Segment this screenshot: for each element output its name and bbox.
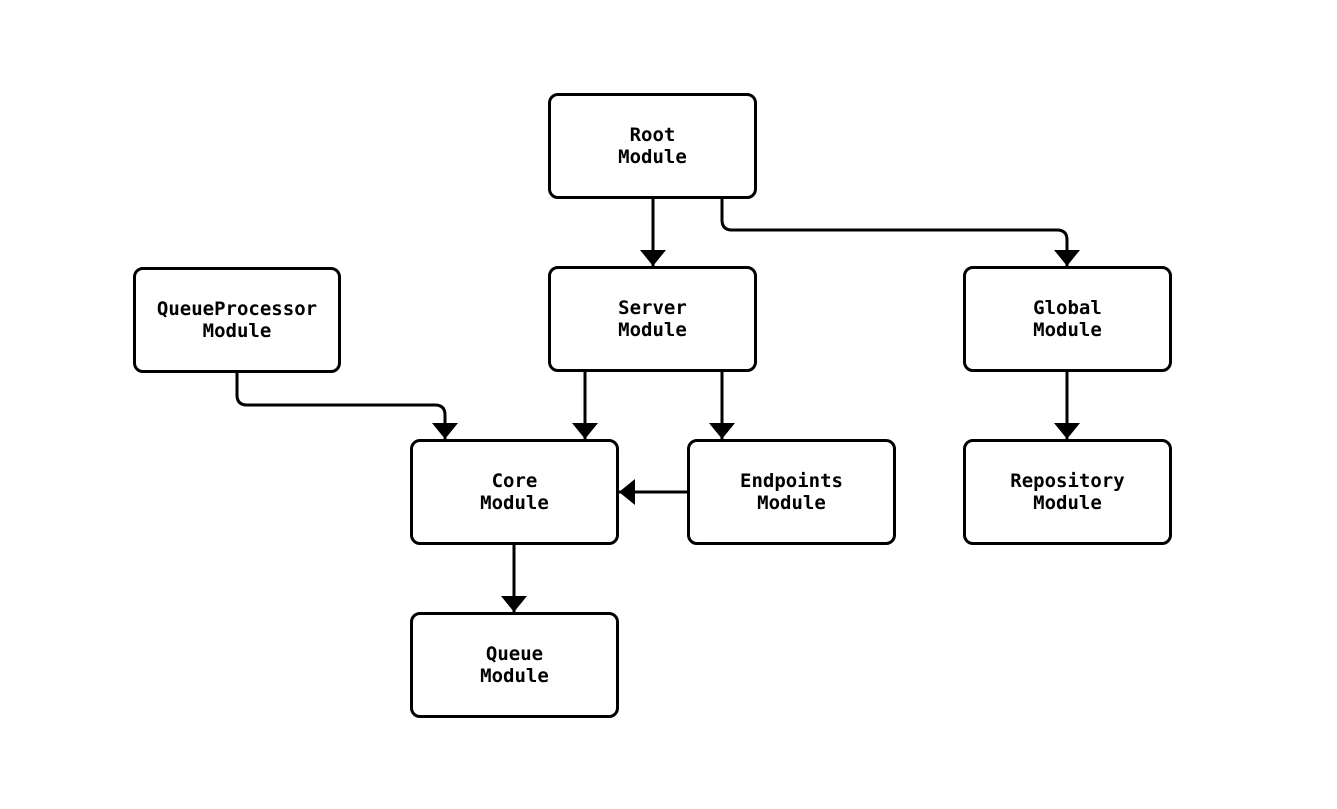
node-label-root: Root Module: [618, 124, 687, 168]
node-core: Core Module: [410, 439, 619, 545]
node-queue: Queue Module: [410, 612, 619, 718]
node-label-queue: Queue Module: [480, 643, 549, 687]
node-endpoints: Endpoints Module: [687, 439, 896, 545]
node-queue-processor: QueueProcessor Module: [133, 267, 341, 373]
node-root: Root Module: [548, 93, 757, 199]
arrowhead-endpoints-to-core: [619, 479, 635, 505]
node-repository: Repository Module: [963, 439, 1172, 545]
edge-root-to-global: [720, 199, 1069, 266]
node-label-queue-processor: QueueProcessor Module: [156, 298, 318, 342]
arrowhead-core-to-queue: [501, 596, 527, 612]
arrowhead-server-to-core: [572, 423, 598, 439]
arrowhead-server-to-endpoints: [709, 423, 735, 439]
arrowhead-root-to-server: [640, 250, 666, 266]
node-server: Server Module: [548, 266, 757, 372]
node-label-global: Global Module: [1033, 297, 1102, 341]
arrowhead-global-to-repository: [1054, 423, 1080, 439]
node-label-core: Core Module: [480, 470, 549, 514]
node-global: Global Module: [963, 266, 1172, 372]
node-label-repository: Repository Module: [1010, 470, 1125, 514]
arrowhead-root-to-global: [1054, 250, 1080, 266]
edge-queue-processor-to-core: [235, 373, 447, 439]
node-label-endpoints: Endpoints Module: [740, 470, 843, 514]
node-label-server: Server Module: [618, 297, 687, 341]
arrowhead-queue-processor-to-core: [432, 423, 458, 439]
